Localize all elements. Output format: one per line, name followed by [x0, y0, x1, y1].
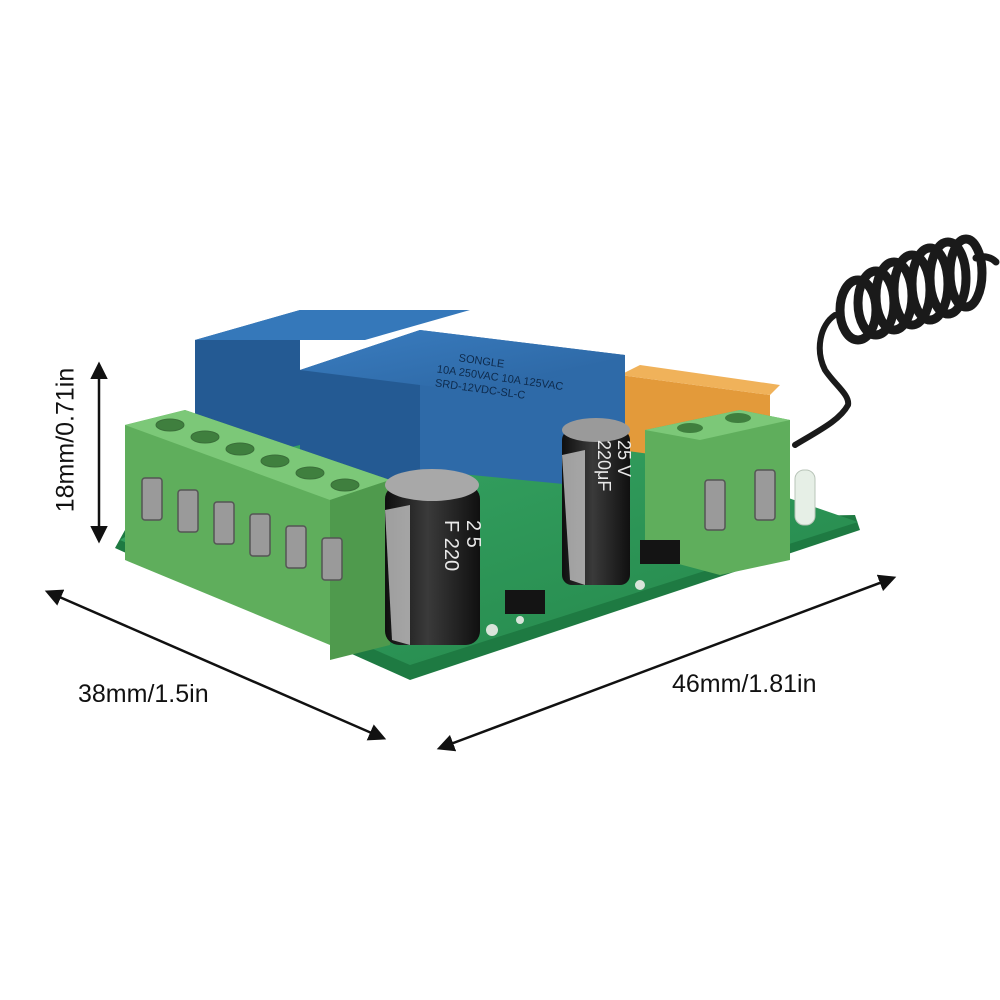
terminal-block-six: [125, 410, 390, 660]
capacitor-right: 220μF 25 V: [562, 418, 634, 585]
depth-arrow-icon: [44, 589, 387, 741]
width-arrow-icon: [436, 574, 897, 752]
svg-text:220μF: 220μF: [594, 440, 614, 491]
height-dimension-label: 18mm/0.71in: [51, 367, 80, 513]
terminal-block-two: [645, 410, 790, 575]
antenna-coil: [792, 234, 1000, 448]
transistor: [505, 540, 680, 614]
svg-text:2 5: 2 5: [462, 520, 484, 548]
svg-text:F 220: F 220: [440, 520, 462, 571]
depth-dimension-label: 38mm/1.5in: [78, 680, 209, 708]
width-dimension-label: 46mm/1.81in: [672, 670, 817, 698]
led: [794, 469, 816, 526]
capacitor-left: F 220 2 5: [385, 469, 484, 645]
svg-text:25 V: 25 V: [614, 440, 634, 477]
